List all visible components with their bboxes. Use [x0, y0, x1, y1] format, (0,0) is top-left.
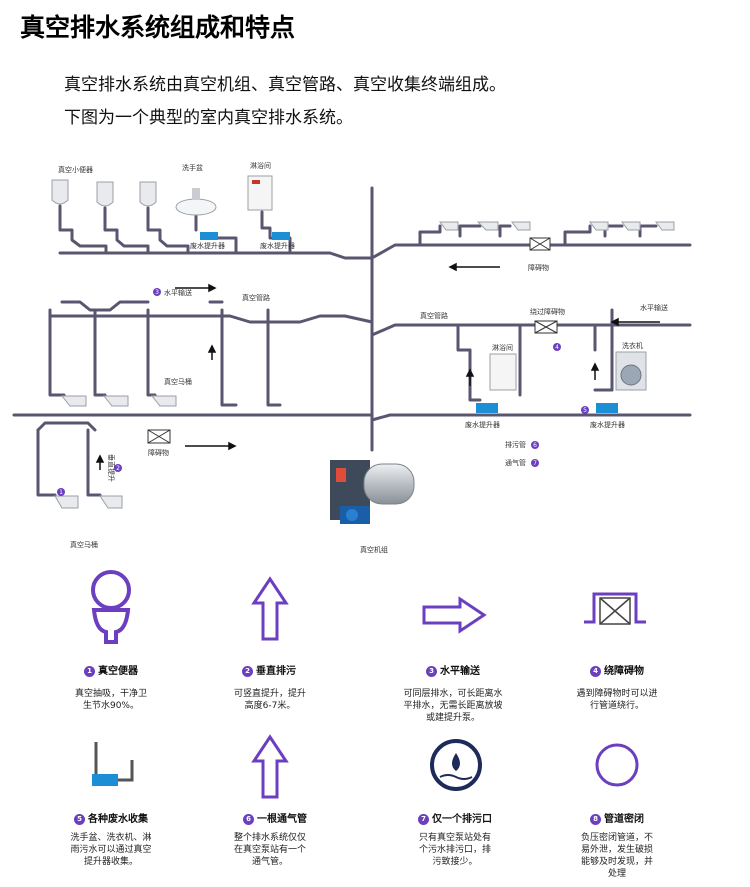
label-basin: 洗手盆: [182, 163, 203, 172]
svg-text:6: 6: [533, 442, 537, 449]
flow-arrows: [95, 262, 660, 470]
shower-top: [247, 175, 273, 211]
label-horizontal-2: 水平输送: [640, 303, 668, 312]
toilets-middle: [54, 395, 177, 509]
label-lift-1: 废水提升器: [190, 241, 225, 250]
shower-right: [489, 353, 517, 391]
label-shower-top: 淋浴间: [250, 161, 271, 170]
label-washer: 洗衣机: [622, 341, 643, 350]
bypass-obstacle-icon: [584, 592, 646, 625]
vacuum-pipes: [12, 186, 692, 497]
label-lift-3: 废水提升器: [465, 420, 500, 429]
feature-desc-6: 整个排水系统仅仅在真空泵站有一个通气管。: [233, 833, 306, 867]
arrow-up-icon: [251, 576, 289, 641]
feature-desc-8: 负压密闭管道，不易外泄，发生破损能够及时发现，并处理: [580, 833, 653, 879]
toilet-icon: [91, 570, 131, 644]
feature-desc-2: 可竖直提升，提升高度6-7米。: [233, 689, 306, 711]
arrow-right-icon: [422, 596, 487, 634]
label-urinal: 真空小便器: [58, 165, 93, 174]
svg-text:1: 1: [59, 489, 63, 496]
basin: [175, 188, 217, 216]
label-vent: 通气管: [505, 458, 526, 467]
label-vertical: 垂直提升: [107, 454, 116, 482]
vent-arrow-up-icon: [251, 734, 289, 799]
urinals: [51, 179, 157, 207]
vacuum-drainage-diagram: 1 2 3 4 5 6 7 真空小便器 洗手盆 淋浴间 废水提升器 废水提升器 …: [12, 161, 692, 554]
label-toilet-mid: 真空马桶: [164, 377, 192, 386]
label-shower-right: 淋浴间: [492, 343, 513, 352]
obstacles: [147, 237, 558, 444]
label-obstacle-mid: 障碍物: [148, 448, 169, 457]
label-pipe-2: 真空管路: [420, 311, 448, 320]
label-vacuum-unit: 真空机组: [360, 545, 388, 554]
toilets-top-right: [439, 221, 675, 231]
feature-desc-5: 洗手盆、洗衣机、淋雨污水可以通过真空提升器收集。: [70, 833, 152, 867]
washer: [615, 351, 647, 391]
svg-text:2: 2: [116, 465, 120, 472]
feature-desc-1: 真空抽吸，干净卫生节水90%。: [74, 689, 147, 711]
intro-line-2: 下图为一个典型的室内真空排水系统。: [64, 108, 353, 128]
diagram-labels: 真空小便器 洗手盆 淋浴间 废水提升器 废水提升器 障碍物 水平输送 真空管路 …: [58, 161, 668, 554]
intro-line-1: 真空排水系统由真空机组、真空管路、真空收集终端组成。: [64, 75, 506, 95]
page-title: 真空排水系统组成和特点: [20, 13, 296, 42]
svg-text:3: 3: [155, 289, 159, 296]
feature-desc-3: 可同层排水，可长距离水平排水，无需长距离放坡或建提升泵。: [403, 689, 503, 723]
label-bypass: 绕过障碍物: [530, 307, 565, 316]
drain-outlet-icon: [430, 739, 482, 791]
label-drain: 排污管: [505, 440, 526, 449]
svg-text:7: 7: [533, 460, 537, 467]
label-pipe-1: 真空管路: [242, 293, 270, 302]
lift-collector-icon: [92, 742, 134, 786]
diagram-number-text: 1 2 3 4 5 6 7: [59, 289, 587, 496]
sealed-pipe-icon: [595, 743, 639, 787]
svg-text:5: 5: [583, 407, 587, 414]
label-obstacle-top: 障碍物: [528, 263, 549, 272]
label-lift-4: 废水提升器: [590, 420, 625, 429]
label-toilet-bottom: 真空马桶: [70, 540, 98, 549]
svg-text:4: 4: [555, 344, 559, 351]
feature-desc-4: 遇到障碍物时可以进行管道绕行。: [576, 689, 658, 711]
label-horizontal-1: 水平输送: [164, 288, 192, 297]
lift-units: [200, 232, 618, 413]
label-lift-2: 废水提升器: [260, 241, 295, 250]
feature-desc-7: 只有真空泵站处有个污水排污口，排污致接少。: [418, 833, 491, 867]
vacuum-unit: [330, 460, 415, 524]
diagram-number-badges: [57, 288, 589, 496]
